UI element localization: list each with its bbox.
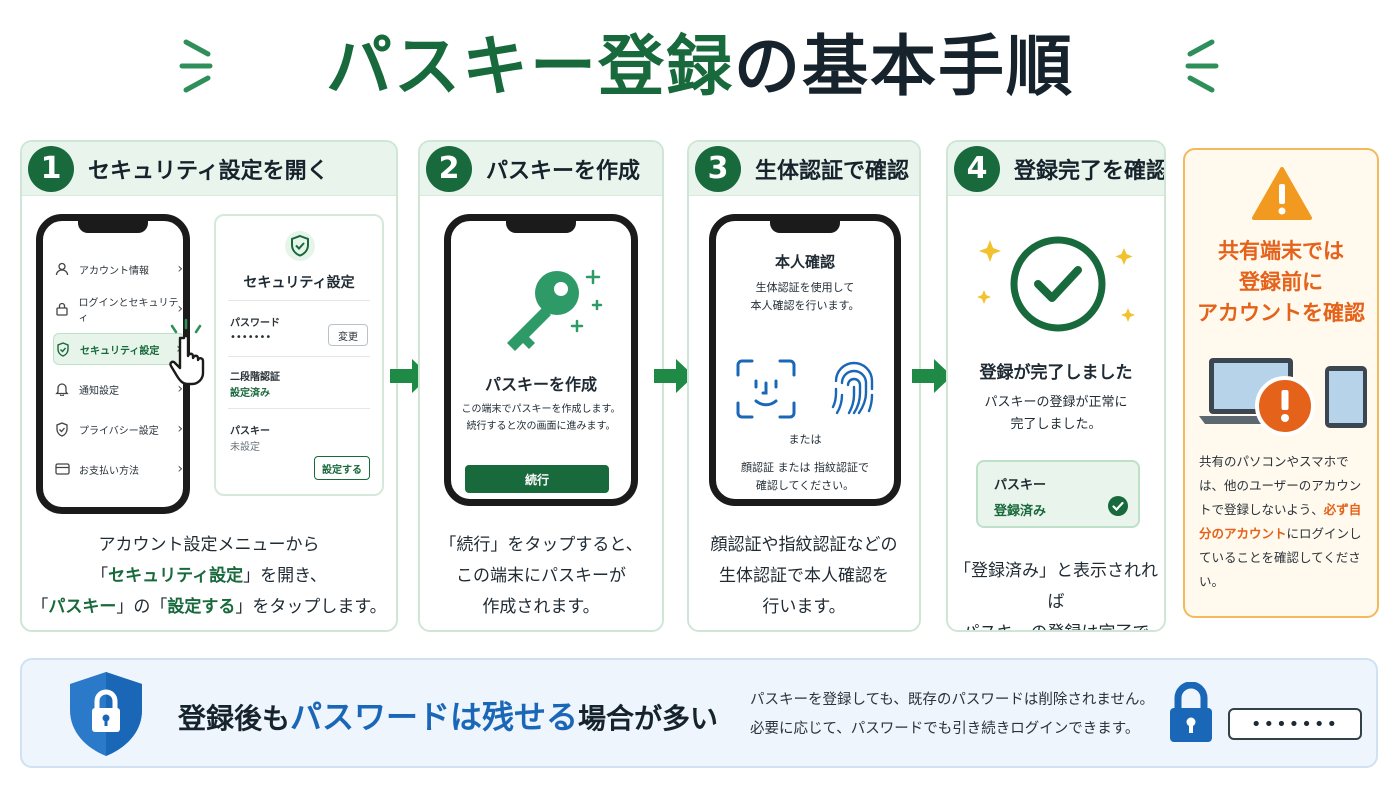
shield-check-icon <box>285 231 315 261</box>
tap-hand-icon <box>169 318 205 386</box>
warning-title: 共有端末では登録前にアカウントを確認 <box>1197 239 1365 325</box>
panel-title: セキュリティ設定 <box>243 275 355 291</box>
bell-icon <box>53 380 71 398</box>
sparkle-lines-right-icon <box>1185 39 1219 93</box>
title-dark: の基本手順 <box>734 28 1074 105</box>
step-4-card: 4 登録完了を確認 登録が完了しました パスキーの登録が正常に完了しました。 パ… <box>946 140 1166 632</box>
passkey-status-value: 登録済み <box>994 504 1047 519</box>
twofa-value: 設定済み <box>230 388 270 399</box>
phone-mockup: パスキーを作成 この端末でパスキーを作成します。続行すると次の画面に進みます。 … <box>444 214 638 506</box>
passkey-status-label: パスキー <box>994 478 1047 493</box>
password-label: パスワード <box>230 318 280 329</box>
continue-button[interactable]: 続行 <box>465 465 609 493</box>
page-title: パスキー登録の基本手順 <box>0 22 1400 112</box>
banner-headline: 登録後もパスワードは残せる場合が多い <box>178 698 719 736</box>
warning-text: 共有のパソコンやスマホでは、他のユーザーのアカウントで登録しないよう、必ず自分の… <box>1199 454 1362 589</box>
check-circle-icon <box>1108 496 1128 516</box>
or-text: または <box>788 433 822 446</box>
phone-mockup: アカウント情報› ログインとセキュリティ› セキュリティ設定› 通知設定› プラ… <box>36 214 190 514</box>
face-id-icon <box>736 359 796 419</box>
step-4-description: 「登録済み」と表示されればパスキーの登録は完了です。 <box>954 561 1158 630</box>
lock-icon <box>53 300 71 318</box>
fingerprint-icon <box>831 361 874 415</box>
title-green: パスキー登録 <box>326 28 734 105</box>
menu-item-privacy[interactable]: プライバシー設定› <box>53 413 183 445</box>
key-icon <box>507 269 603 351</box>
chevron-right-icon: › <box>177 381 183 397</box>
shield-check-icon <box>53 420 71 438</box>
create-passkey-text: この端末でパスキーを作成します。続行すると次の画面に進みます。 <box>461 404 621 432</box>
menu-item-login-security[interactable]: ログインとセキュリティ› <box>53 293 183 325</box>
complete-title: 登録が完了しました <box>979 363 1133 383</box>
passkey-status-box: パスキー 登録済み <box>976 460 1140 528</box>
passkey-label: パスキー <box>230 426 270 437</box>
chevron-right-icon: › <box>177 261 183 277</box>
credit-card-icon <box>53 460 71 478</box>
padlock-icon <box>1170 682 1212 742</box>
banner-description: パスキーを登録しても、既存のパスワードは削除されません。必要に応じて、パスワード… <box>750 692 1154 737</box>
chevron-right-icon: › <box>177 421 183 437</box>
step-3-card: 3 生体認証で確認 本人確認 生体認証を使用して本人確認を行います。 または 顔… <box>687 140 921 632</box>
menu-item-security-settings[interactable]: セキュリティ設定› <box>53 333 183 365</box>
shared-device-warning: 共有端末では登録前にアカウントを確認 共有のパソコンやスマホでは、他のユーザーの… <box>1183 148 1379 618</box>
warning-triangle-icon <box>1252 167 1312 220</box>
success-check-icon <box>977 236 1135 332</box>
change-password-button[interactable]: 変更 <box>328 324 368 346</box>
step-label: セキュリティ設定を開く <box>88 158 329 184</box>
create-passkey-title: パスキーを作成 <box>484 375 597 394</box>
chevron-right-icon: › <box>177 461 183 477</box>
verify-title: 本人確認 <box>774 253 835 271</box>
twofa-label: 二段階認証 <box>230 372 280 383</box>
menu-item-payment[interactable]: お支払い方法› <box>53 453 183 485</box>
menu-item-account[interactable]: アカウント情報› <box>53 253 183 285</box>
menu-item-notifications[interactable]: 通知設定› <box>53 373 183 405</box>
step-2-description: 「続行」をタップすると、この端末にパスキーが作成されます。 <box>439 535 643 617</box>
shield-lock-icon <box>70 672 142 756</box>
step-number: 1 <box>28 145 74 192</box>
laptop-tablet-warning-icon <box>1199 358 1367 436</box>
password-value: ••••••• <box>230 332 272 343</box>
step-1-card: 1 セキュリティ設定を開く アカウント情報› ログインとセキュリティ› セキュリ… <box>20 140 398 632</box>
arrow-right-icon <box>912 359 952 393</box>
arrow-right-icon <box>654 359 694 393</box>
user-icon <box>53 260 71 278</box>
step-2-header: 2 パスキーを作成 <box>420 142 662 196</box>
chevron-right-icon: › <box>177 301 183 317</box>
step-3-header: 3 生体認証で確認 <box>689 142 919 196</box>
sparkle-lines-left-icon <box>179 39 213 93</box>
phone-mockup: 本人確認 生体認証を使用して本人確認を行います。 または 顔認証 または 指紋認… <box>709 214 901 506</box>
step-1-header: 1 セキュリティ設定を開く <box>22 142 396 196</box>
step-4-header: 4 登録完了を確認 <box>948 142 1164 196</box>
step-3-description: 顔認証や指紋認証などの生体認証で本人確認を行います。 <box>710 535 898 617</box>
password-field-illustration: ••••••• <box>1228 708 1362 740</box>
password-info-banner: 登録後もパスワードは残せる場合が多い パスキーを登録しても、既存のパスワードは削… <box>20 658 1378 768</box>
security-settings-panel: セキュリティ設定 パスワード ••••••• 変更 二段階認証 設定済み パスキ… <box>214 214 384 496</box>
step-2-card: 2 パスキーを作成 パスキーを作成 この端末でパスキーを作成します。続行すると次… <box>418 140 664 632</box>
passkey-value: 未設定 <box>230 442 260 453</box>
step-1-description: アカウント設定メニューから 「セキュリティ設定」を開き、 「パスキー」の「設定す… <box>31 535 387 617</box>
shield-check-icon <box>54 340 72 358</box>
setup-passkey-button[interactable]: 設定する <box>314 456 370 480</box>
